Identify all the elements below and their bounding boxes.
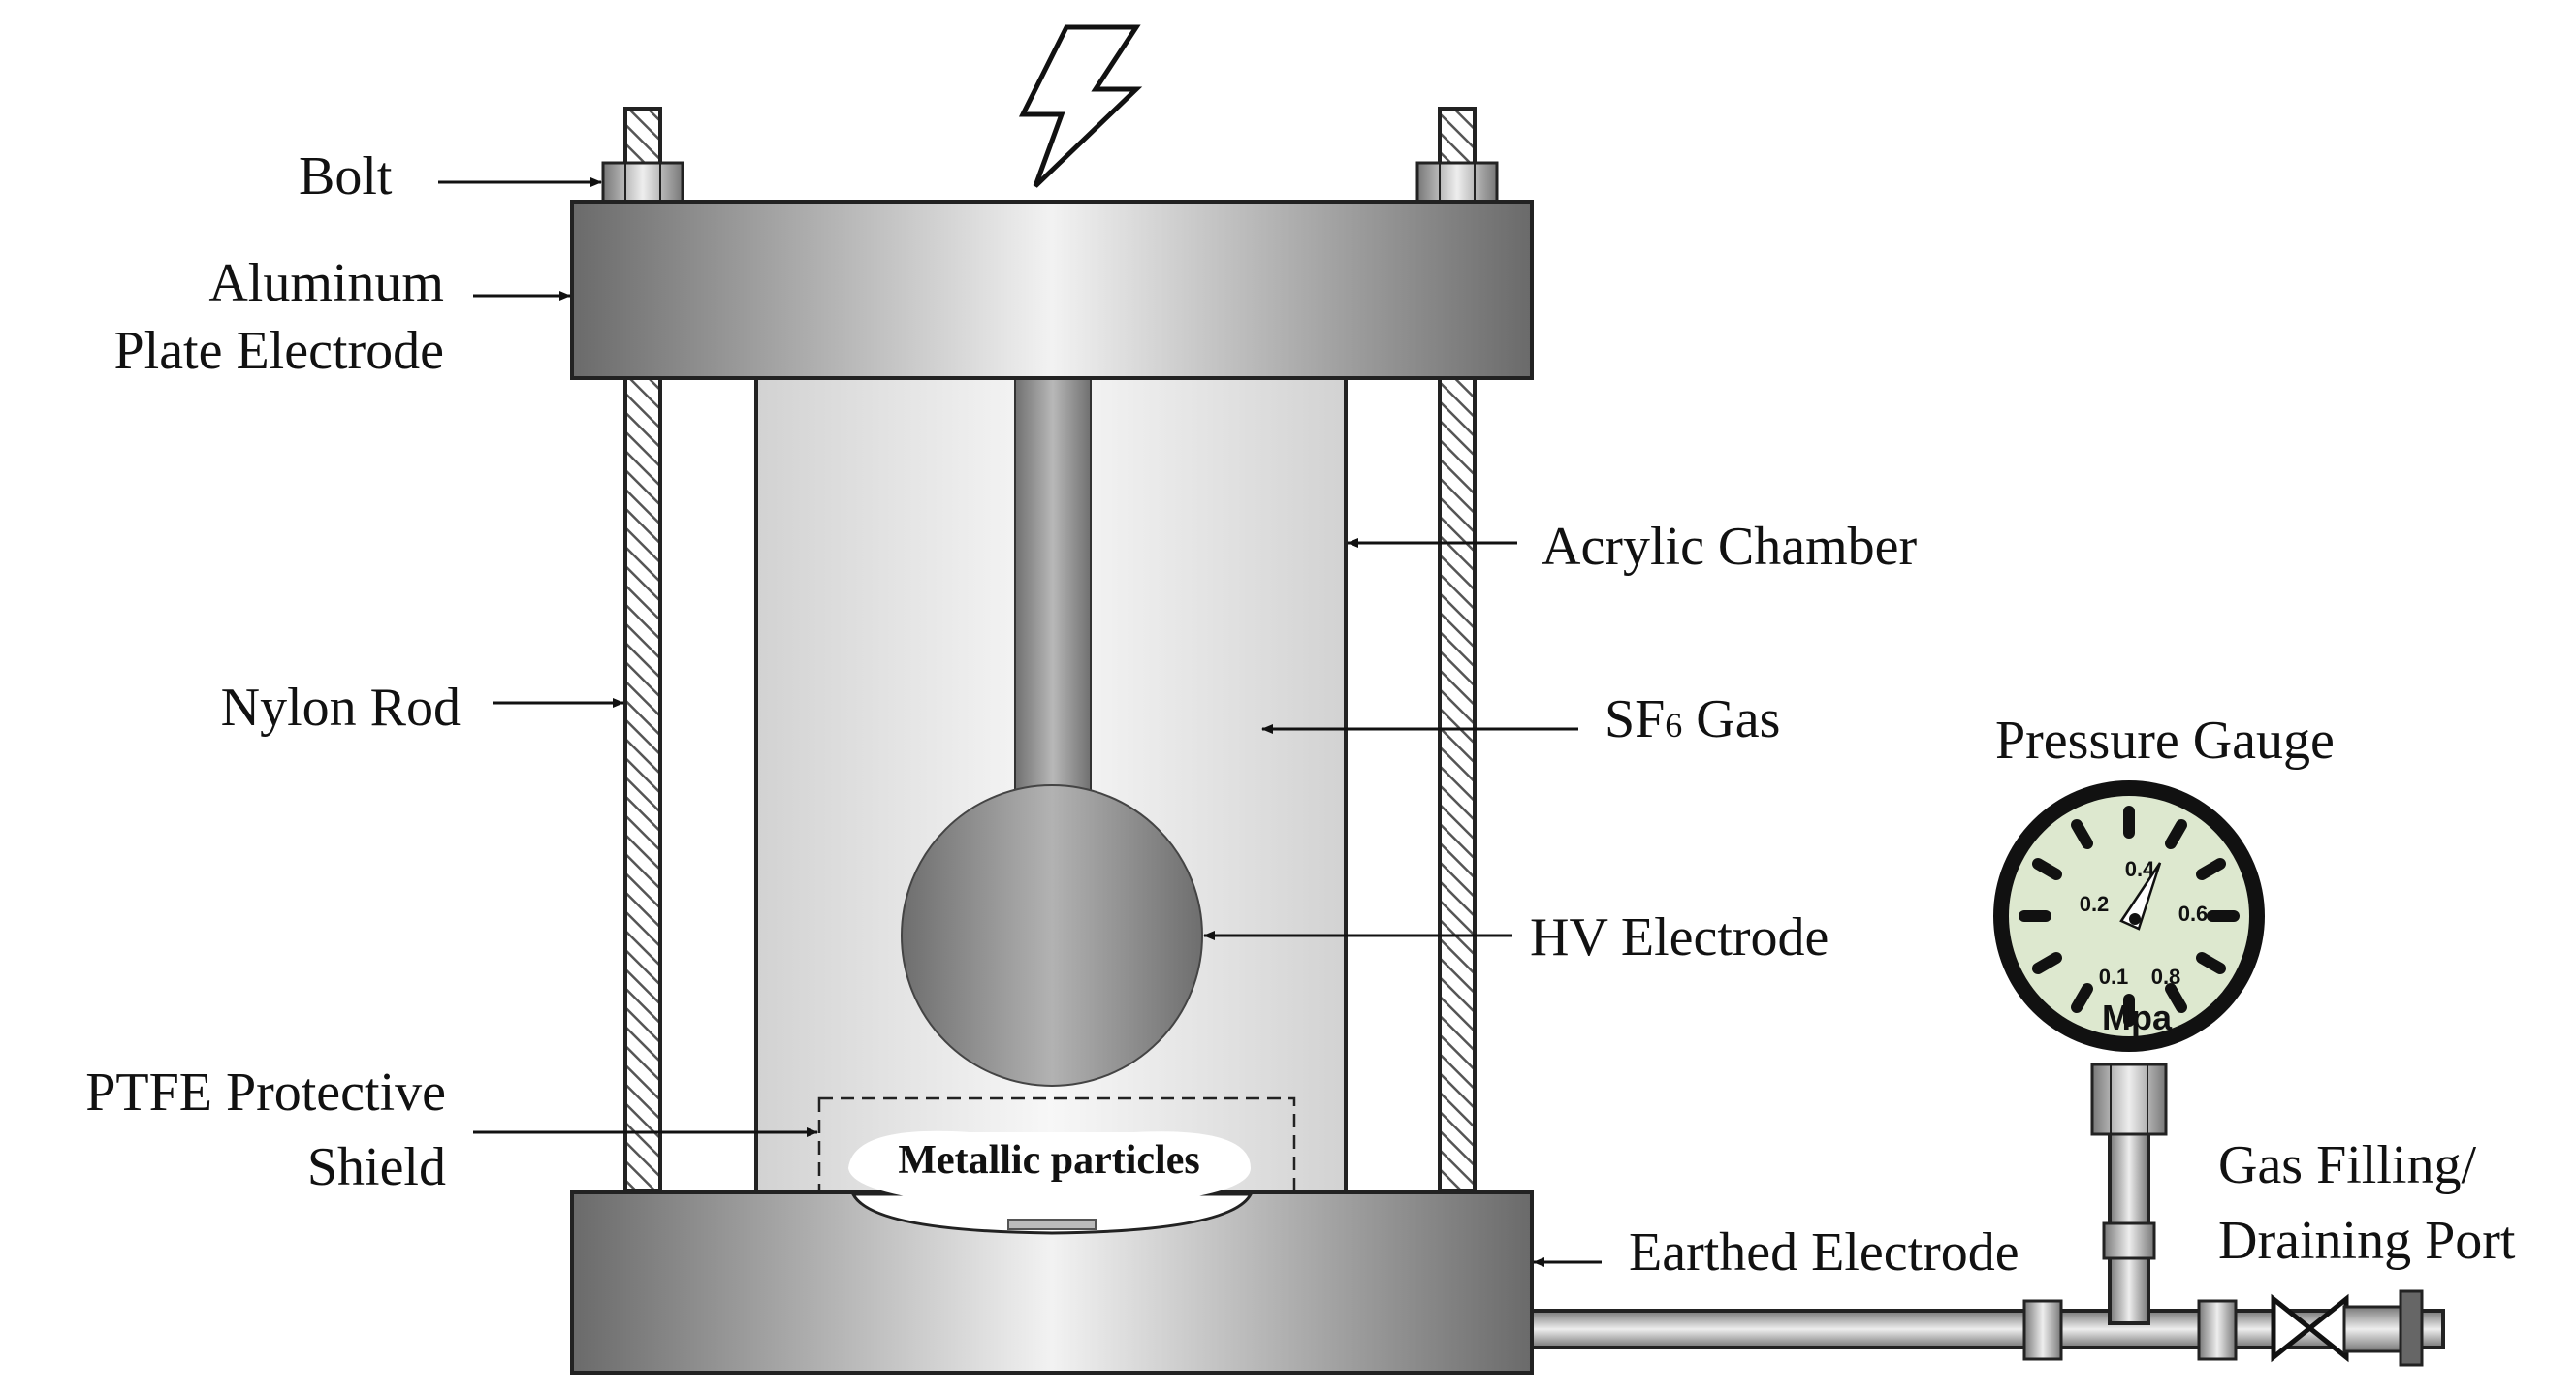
metallic-particles-area <box>848 1130 1251 1210</box>
label-ptfe-line2: Shield <box>307 1137 446 1197</box>
earthed-electrode-recess <box>850 1192 1254 1235</box>
label-sf6-gas: SF6 Gas <box>1605 689 1780 749</box>
gauge-tick-0.8: 0.8 <box>2151 965 2181 989</box>
label-earthed-electrode: Earthed Electrode <box>1629 1222 2019 1283</box>
bolt-nut-left <box>601 161 684 204</box>
label-gas-port-line2: Draining Port <box>2218 1211 2516 1271</box>
gauge-connector-nut <box>2090 1063 2168 1136</box>
gauge-needle <box>2119 862 2162 931</box>
bolt-nut-right <box>1415 161 1499 204</box>
label-aluminum-line1: Aluminum <box>208 253 444 313</box>
leader-arrows <box>438 177 1602 1267</box>
ptfe-protective-shield <box>817 1096 1296 1197</box>
label-ptfe-line1: PTFE Protective <box>85 1063 446 1123</box>
label-pressure-gauge: Pressure Gauge <box>1995 711 2335 771</box>
hv-electrode-stem <box>1014 377 1092 806</box>
label-hv-electrode: HV Electrode <box>1530 907 1829 968</box>
metallic-particles-label: Metallic particles <box>898 1138 1199 1183</box>
nylon-rod-right <box>1438 374 1477 1192</box>
gauge-tick-0.1: 0.1 <box>2099 965 2129 989</box>
gauge-tick-0.6: 0.6 <box>2178 902 2209 926</box>
pipe-fitting-left <box>2022 1299 2063 1361</box>
pipe-fitting-vertical <box>2102 1222 2156 1260</box>
label-nylon-rod: Nylon Rod <box>221 678 461 738</box>
label-acrylic-chamber: Acrylic Chamber <box>1542 517 1918 577</box>
bolt-right <box>1438 107 1477 169</box>
gauge-unit-label: Mpa <box>2102 998 2173 1037</box>
valve-icon <box>2271 1289 2424 1367</box>
pressure-gauge: 0.2 0.4 0.6 0.1 0.8 Mpa <box>1993 780 2265 1052</box>
label-bolt: Bolt <box>299 146 393 206</box>
label-gas-port-line1: Gas Filling/ <box>2218 1135 2476 1195</box>
gauge-tick-marks <box>2019 806 2240 1027</box>
lightning-bolt-icon <box>1018 24 1143 188</box>
hv-electrode-sphere <box>901 784 1203 1087</box>
metallic-particle-sample <box>1007 1219 1097 1230</box>
bolt-left <box>623 107 662 169</box>
aluminum-plate-electrode <box>570 200 1534 380</box>
pipe-fitting-right <box>2197 1299 2238 1361</box>
label-aluminum-line2: Plate Electrode <box>113 321 444 381</box>
nylon-rod-left <box>623 374 662 1192</box>
gauge-tick-0.2: 0.2 <box>2080 892 2110 916</box>
earthed-electrode <box>570 1190 1534 1375</box>
